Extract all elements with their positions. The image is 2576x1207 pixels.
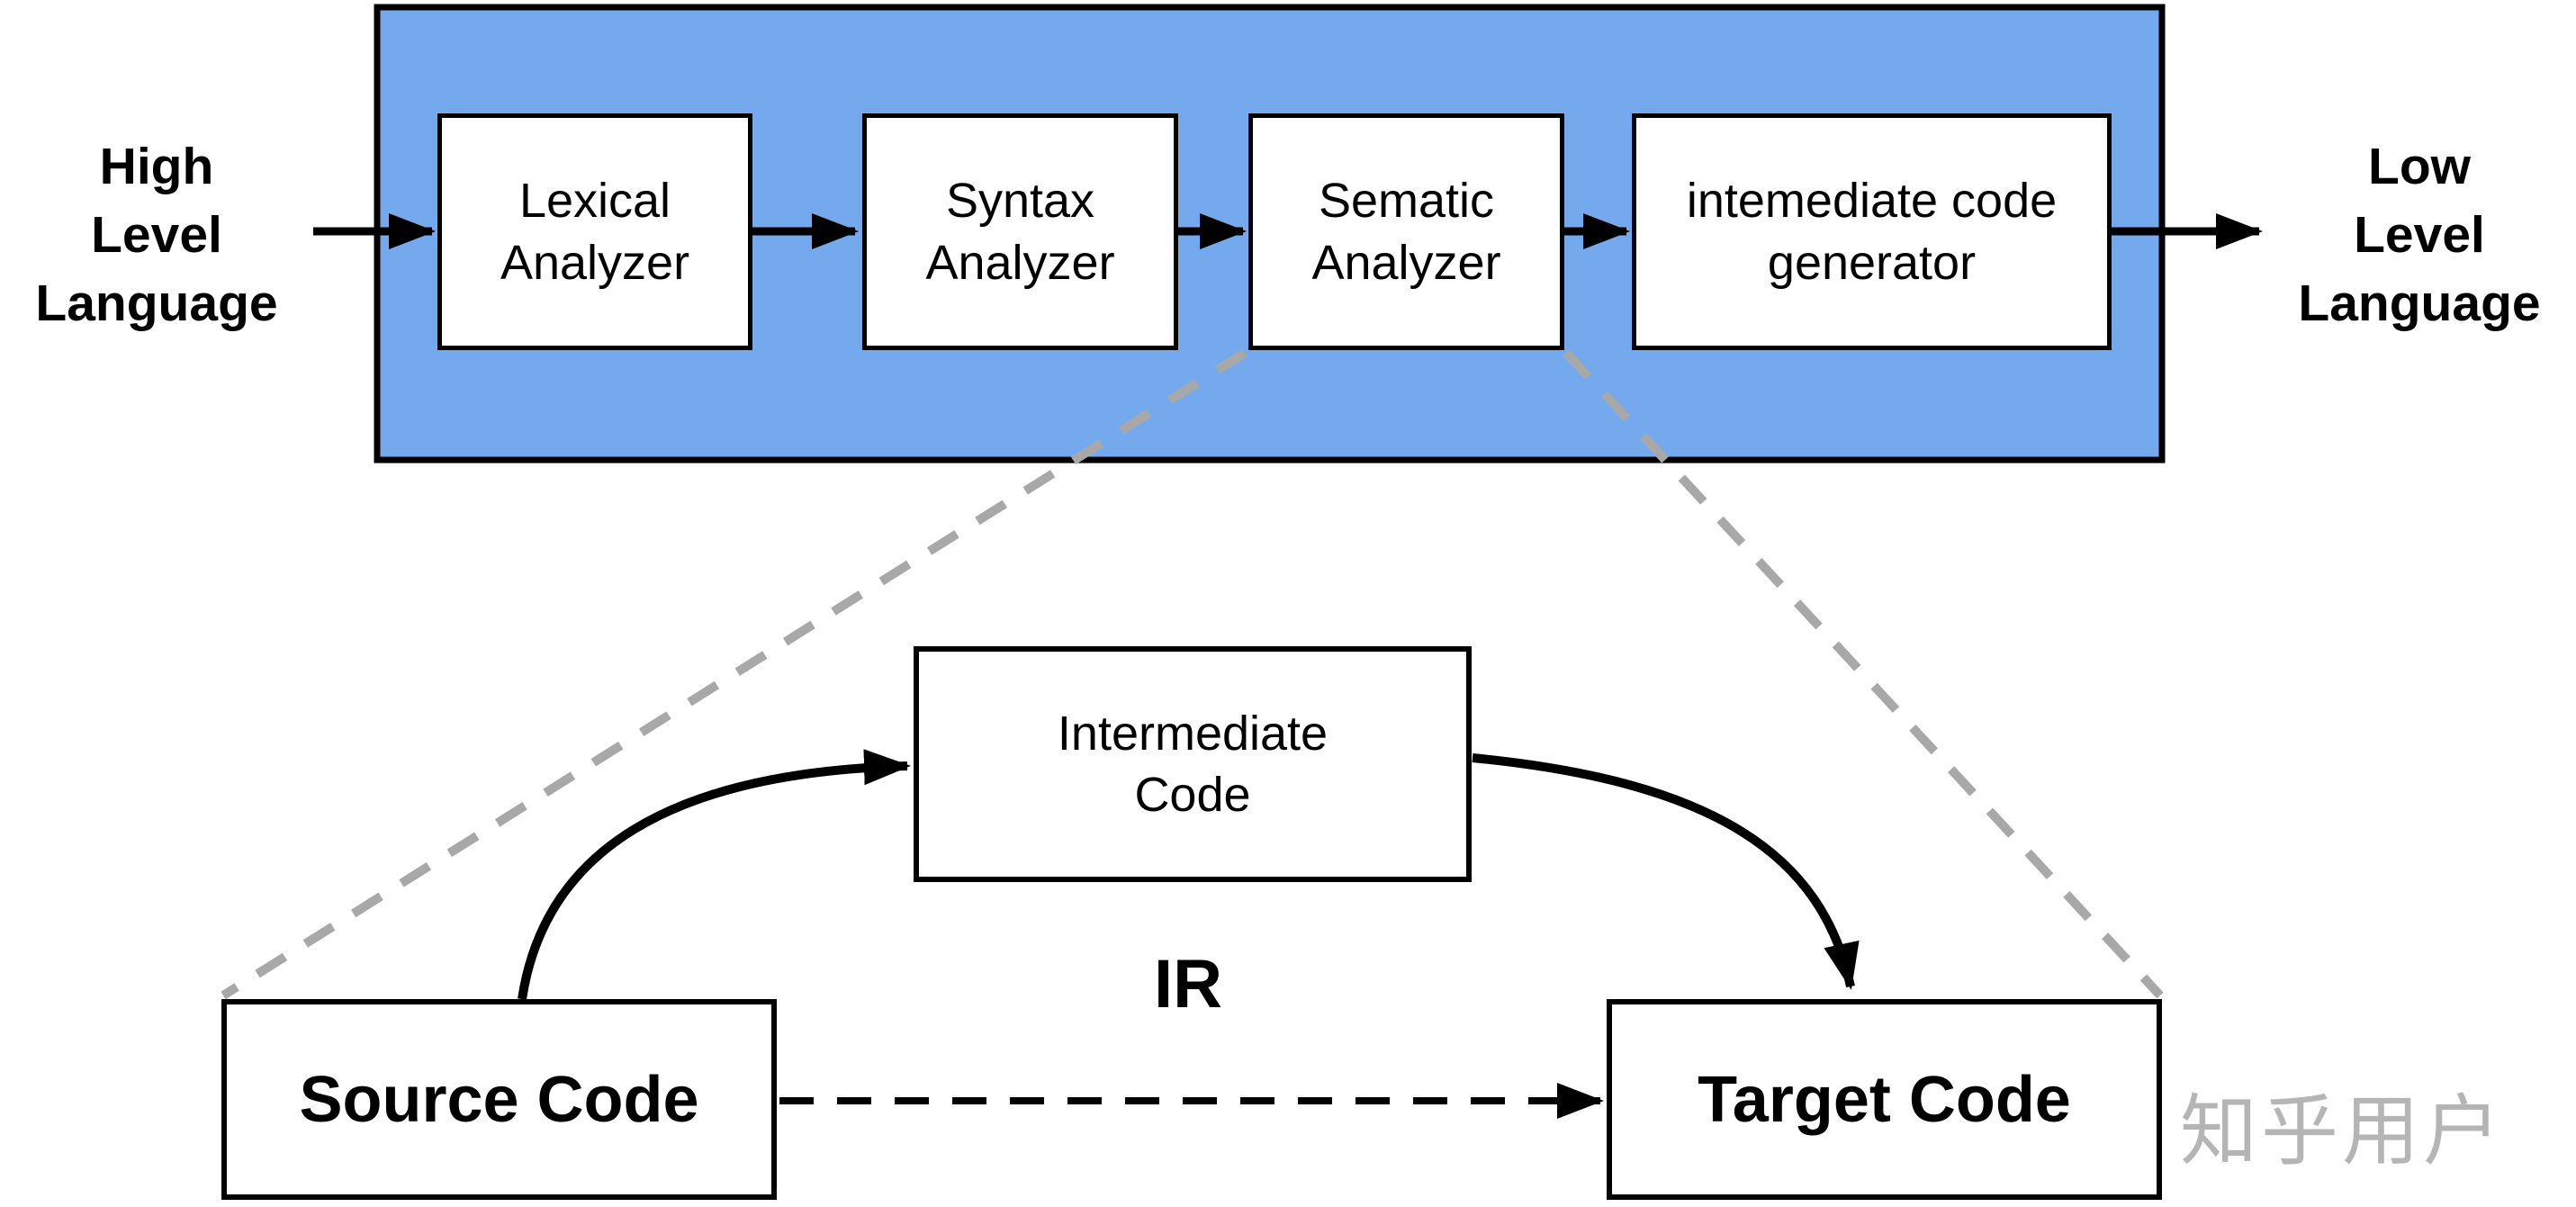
source-code-label: Source Code [299, 1063, 699, 1136]
zoom-guide-line-left [221, 348, 1247, 1000]
stage-box-syntax-analyzer: Syntax Analyzer [862, 113, 1178, 350]
stage-box-lexical-analyzer: Lexical Analyzer [437, 113, 752, 350]
arrow-source-to-intermediate [518, 749, 911, 1000]
detail-view-arrows [518, 749, 1860, 1119]
arrow-intermediate-to-target [1472, 753, 1860, 990]
stage-box-intermediate-code-generator: intemediate code generator [1632, 113, 2112, 350]
stage-label: Sematic Analyzer [1311, 174, 1501, 290]
ir-label: IR [1154, 946, 1222, 1022]
stage-label: intemediate code generator [1686, 174, 2058, 290]
target-code-label: Target Code [1698, 1063, 2071, 1136]
zhihu-user-watermark: 知乎用户 [2180, 1088, 2504, 1175]
intermediate-code-label: Intermediate Code [1057, 706, 1329, 822]
stage-box-sematic-analyzer: Sematic Analyzer [1248, 113, 1564, 350]
target-code-box: Target Code [1607, 999, 2162, 1200]
output-language-label: Low Level Language [2298, 138, 2541, 332]
stage-label: Lexical Analyzer [500, 174, 690, 290]
stage-label: Syntax Analyzer [925, 174, 1115, 290]
source-code-box: Source Code [221, 999, 777, 1200]
intermediate-code-box: Intermediate Code [914, 646, 1472, 882]
input-language-label: High Level Language [35, 138, 278, 332]
